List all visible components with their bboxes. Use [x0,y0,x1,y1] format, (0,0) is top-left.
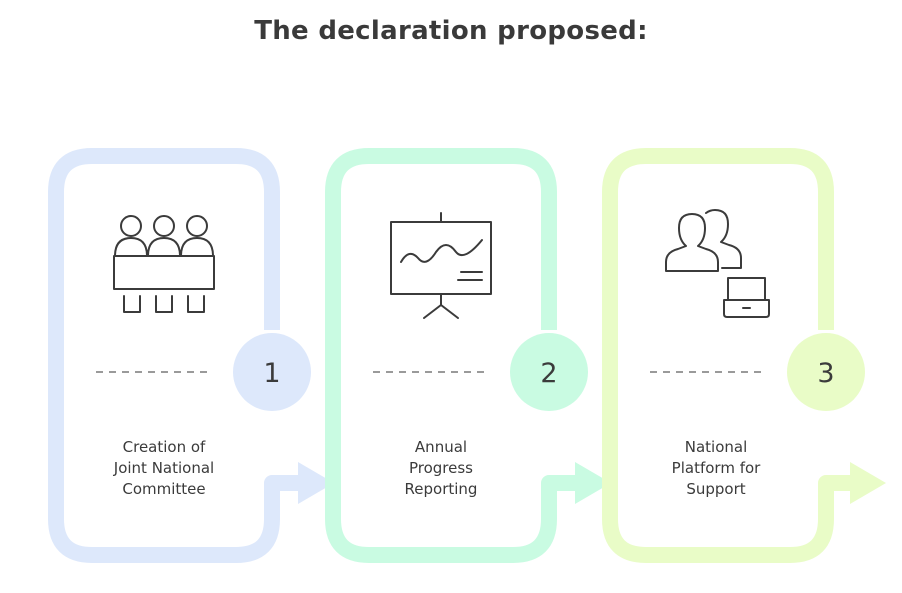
step-2-number: 2 [540,358,557,389]
step-3: 3 [602,148,886,563]
step-2: 2 [325,148,611,563]
step-3-label: National Platform for Support [671,438,761,498]
step-2-number-circle [510,333,588,411]
step-2-label: Annual Progress Reporting [404,438,478,498]
users-laptop-icon [665,209,770,318]
step-1-arrow [298,462,334,504]
step-1-number: 1 [263,358,280,389]
committee-meeting-icon [113,215,215,313]
step-3-frame [602,148,852,563]
step-1-label: Creation of Joint National Committee [113,438,215,498]
step-3-number: 3 [817,358,834,389]
presentation-chart-icon [390,212,492,319]
step-2-arrow [575,462,611,504]
step-1: 1 [48,148,334,563]
step-1-frame [48,148,300,563]
step-3-arrow [850,462,886,504]
step-3-number-circle [787,333,865,411]
step-2-frame [325,148,577,563]
diagram-title: The declaration proposed: [254,16,648,46]
step-1-number-circle [233,333,311,411]
